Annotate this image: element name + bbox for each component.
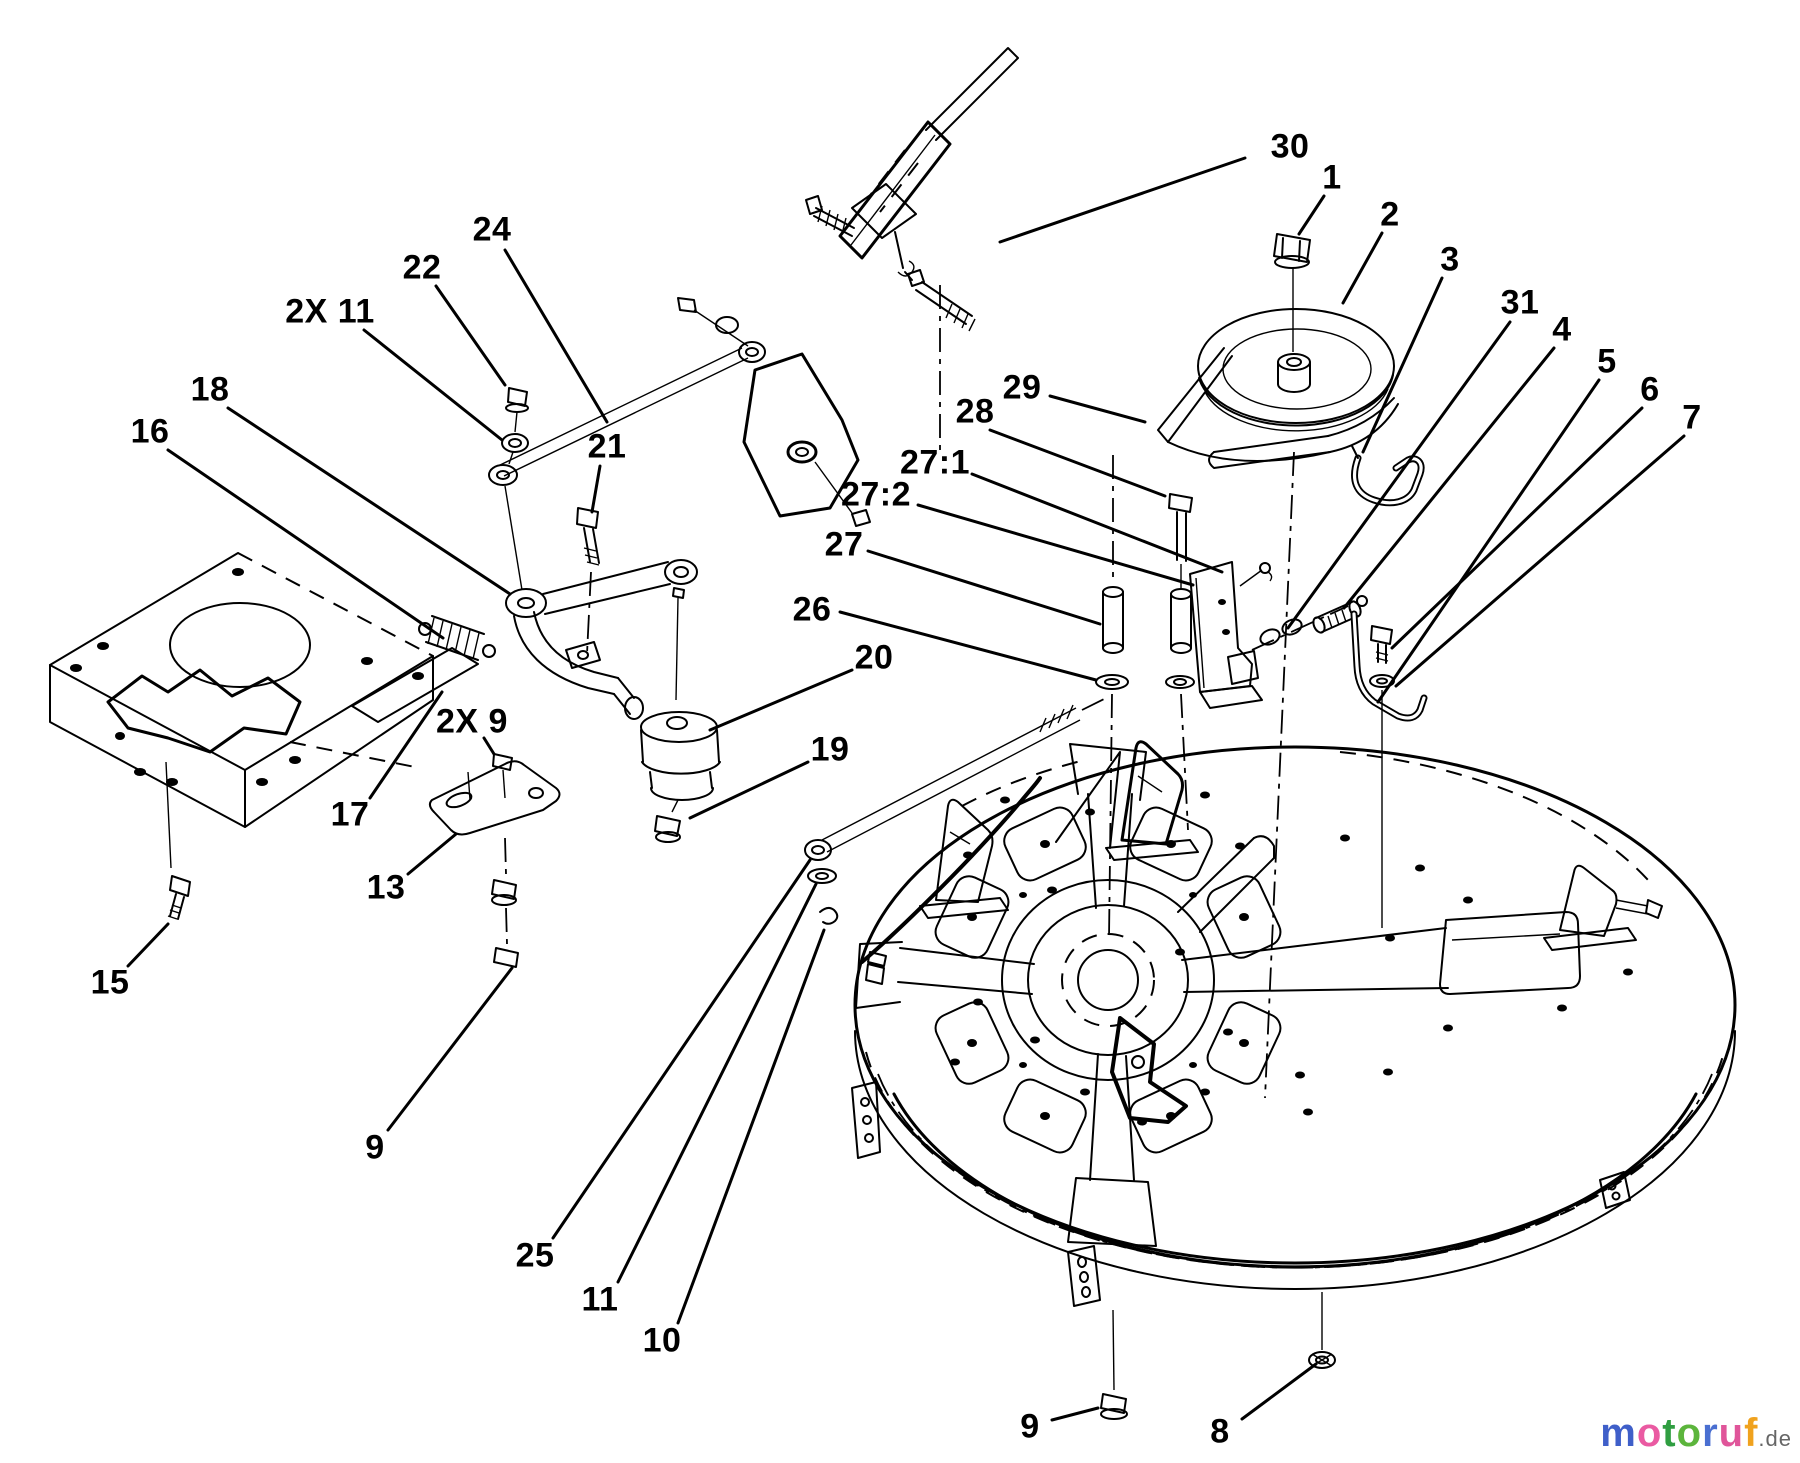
leader-line-16 [166, 448, 445, 640]
leader-line-24 [503, 248, 609, 424]
callout-8: 8 [1210, 1412, 1230, 1451]
callout-9: 9 [1020, 1407, 1040, 1446]
leader-line-20 [708, 668, 854, 732]
leader-line-8 [1240, 1362, 1318, 1421]
watermark-letter: t [1662, 1411, 1677, 1455]
callout-7: 7 [1682, 398, 1702, 437]
leader-line-4 [1342, 346, 1556, 610]
leader-lines [126, 156, 1686, 1422]
callout-31: 31 [1500, 283, 1540, 322]
callout-20: 20 [854, 638, 894, 677]
watermark-letter: o [1676, 1411, 1703, 1455]
callout-1: 1 [1322, 158, 1342, 197]
leader-line-26 [838, 610, 1098, 682]
leader-line-1 [1297, 194, 1326, 236]
leader-line-31 [1286, 320, 1512, 630]
leader-line-25 [551, 858, 812, 1240]
callout-11: 11 [581, 1280, 619, 1319]
hardware-31-4-5-6-7 [1251, 595, 1428, 928]
callout-15: 15 [90, 963, 130, 1002]
leader-line-10 [676, 928, 826, 1325]
callout-9: 9 [365, 1128, 385, 1167]
callout-29: 29 [1002, 368, 1042, 407]
bottom-hardware [1100, 1292, 1336, 1420]
motoruf-watermark: motoruf.de [1600, 1413, 1792, 1453]
leader-line-3 [1361, 276, 1444, 454]
leader-line-22 [434, 284, 507, 387]
callout-17: 17 [330, 795, 370, 834]
bolt-22-washers-11 [488, 387, 529, 591]
brake-bracket-27-1 [1189, 561, 1273, 709]
callout-27-2: 27:2 [840, 475, 912, 514]
callout-30: 30 [1270, 127, 1310, 166]
callout-18: 18 [190, 370, 230, 409]
callout-26: 26 [792, 590, 832, 629]
callout-3: 3 [1440, 240, 1460, 279]
bracket-13 [428, 753, 561, 968]
callout-27-1: 27:1 [899, 443, 971, 482]
pulley-2 [1197, 308, 1395, 432]
leader-line-9 [1050, 1406, 1100, 1422]
bolt-15 [165, 761, 191, 920]
callout-27: 27 [824, 525, 864, 564]
rod-25 [804, 697, 1107, 925]
belt-29 [1157, 347, 1399, 469]
nut-1 [1273, 233, 1311, 352]
leader-line-18 [226, 406, 512, 596]
watermark-letter: u [1718, 1411, 1745, 1455]
motoruf-wordmark: motoruf [1600, 1411, 1758, 1455]
leader-line-27-2 [916, 503, 1195, 587]
motoruf-suffix: .de [1758, 1426, 1792, 1451]
leader-line-21 [590, 464, 602, 514]
leader-line-27 [866, 549, 1102, 626]
idler-arm-17 [505, 559, 698, 720]
leader-line-13 [406, 832, 458, 876]
callout-5: 5 [1597, 342, 1617, 381]
leader-line-9 [386, 966, 514, 1132]
callout-22: 22 [402, 248, 442, 287]
callout-10: 10 [642, 1321, 682, 1360]
callout-2: 2 [1380, 195, 1400, 234]
mower-deck [851, 740, 1737, 1307]
callout-24: 24 [472, 210, 512, 249]
callout-4: 4 [1552, 310, 1572, 349]
watermark-letter: m [1600, 1411, 1637, 1455]
leader-line-2x-9 [482, 736, 496, 756]
leader-line-29 [1048, 394, 1147, 424]
callout-28: 28 [955, 392, 995, 431]
leader-line-30 [998, 156, 1247, 244]
callout-6: 6 [1640, 370, 1660, 409]
leader-line-5 [1376, 378, 1601, 704]
leader-line-7 [1394, 434, 1686, 688]
spring-16 [418, 615, 496, 661]
callout-19: 19 [810, 730, 850, 769]
callout-21: 21 [587, 427, 627, 466]
leader-line-17 [368, 690, 444, 800]
callout-2x-9: 2X 9 [436, 702, 508, 741]
callout-16: 16 [130, 412, 170, 451]
leader-line-2x-11 [362, 328, 504, 442]
spring-hook-3 [1351, 445, 1425, 507]
bolt-28-assembly [1165, 493, 1195, 831]
leader-line-15 [126, 922, 170, 968]
lever-assembly-30 [805, 47, 1019, 452]
callout-13: 13 [366, 868, 406, 907]
pivot-bracket [742, 352, 871, 527]
leader-line-11 [616, 882, 818, 1284]
watermark-letter: f [1744, 1411, 1759, 1455]
callout-2x-11: 2X 11 [285, 292, 375, 331]
engine-plate [49, 552, 479, 828]
leader-line-28 [988, 428, 1167, 498]
callout-25: 25 [515, 1236, 555, 1275]
watermark-letter: o [1636, 1411, 1663, 1455]
idler-pulley-20 [640, 587, 721, 843]
leader-line-6 [1390, 406, 1644, 650]
leader-line-27-1 [970, 472, 1224, 574]
watermark-letter: r [1702, 1411, 1719, 1455]
leader-line-19 [688, 760, 810, 820]
center-lines [1264, 451, 1295, 1099]
rod-24 [497, 297, 766, 477]
leader-line-2 [1341, 231, 1384, 305]
